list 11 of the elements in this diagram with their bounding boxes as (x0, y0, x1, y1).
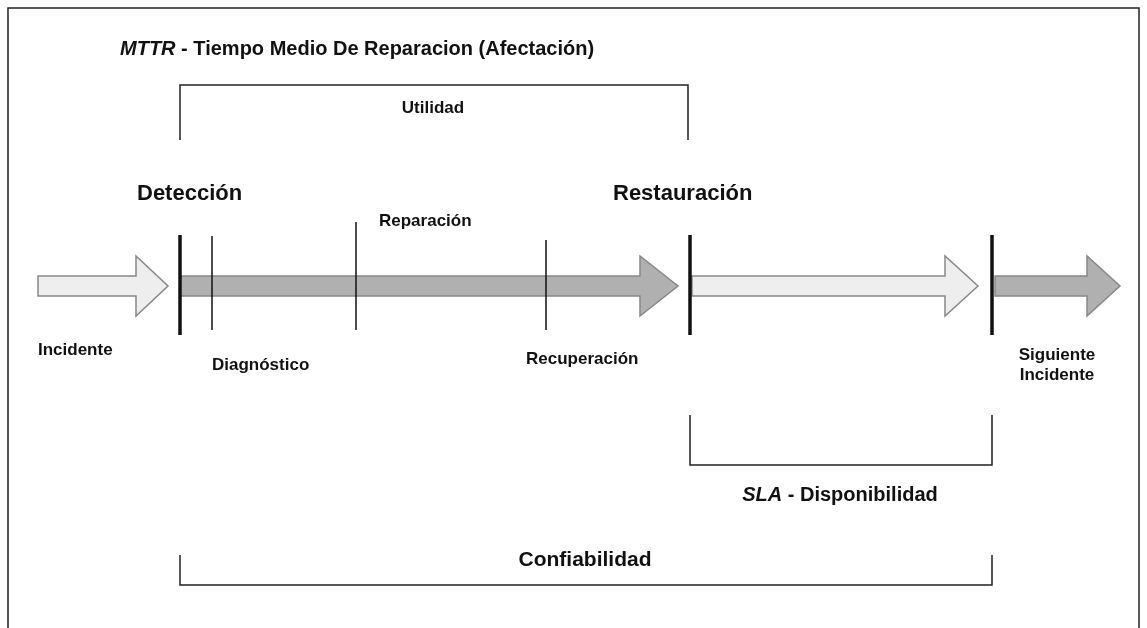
milestone-label: Restauración (613, 180, 753, 207)
phase-label: Diagnóstico (212, 355, 310, 376)
span-label: SLA - Disponibilidad (742, 482, 938, 506)
heading: MTTR - Tiempo Medio De Reparacion (Afectación) (120, 36, 595, 60)
milestone-label: Detección (137, 180, 243, 207)
phase-label: Recuperación (526, 349, 639, 370)
event-label: Siguiente Incidente (1017, 345, 1097, 386)
span-label: Utilidad (401, 98, 465, 119)
span-label: Confiabilidad (518, 546, 652, 572)
phase-label: Reparación (379, 211, 472, 232)
event-label: Incidente (38, 340, 113, 361)
